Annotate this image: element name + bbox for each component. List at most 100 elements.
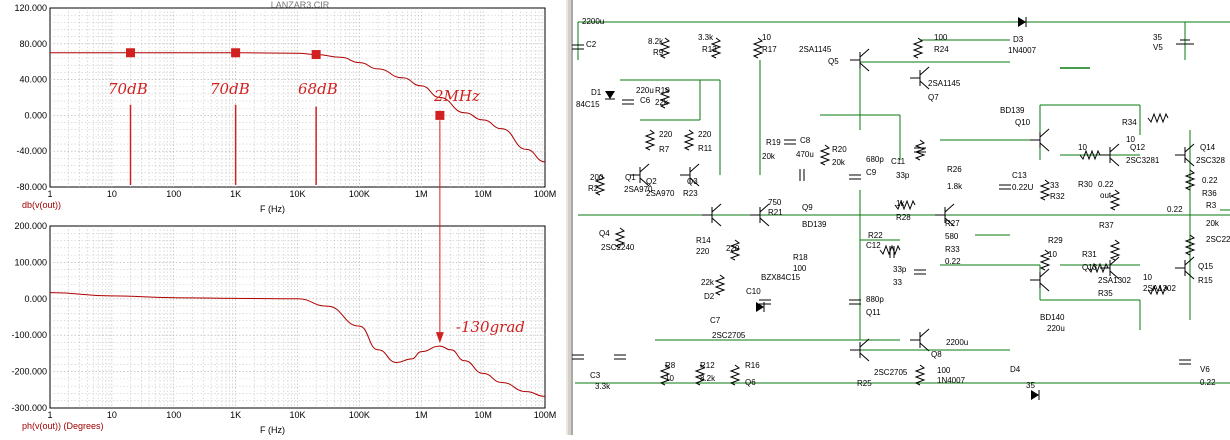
schematic-label: R36 (1202, 189, 1217, 198)
schematic-label: R29 (1048, 236, 1063, 245)
y-tick-label: 0.000 (24, 294, 47, 304)
annotation-label: 70dB (108, 80, 148, 98)
schematic-label: C11 (891, 157, 906, 166)
schematic-label: Q7 (928, 93, 939, 102)
schematic-label: Q12 (1130, 143, 1146, 152)
annotation-label: 68dB (298, 80, 338, 98)
schematic-label: 2SC2240 (1206, 235, 1230, 244)
trace-label: ph(v(out)) (Degrees) (22, 421, 104, 431)
schematic-label: Q10 (1015, 118, 1031, 127)
diode-symbol (605, 91, 615, 99)
schematic-label: R37 (1099, 221, 1114, 230)
x-tick-label: 100 (166, 410, 181, 420)
schematic-label: Q6 (745, 378, 756, 387)
y-tick-label: 40.000 (19, 75, 47, 85)
schematic-label: Q5 (828, 57, 839, 66)
y-tick-label: 200.000 (14, 221, 47, 231)
y-tick-label: 100.000 (14, 257, 47, 267)
schematic-label: BD140 (1040, 313, 1065, 322)
schematic-label: R9 (653, 48, 664, 57)
schematic-label: C10 (746, 287, 761, 296)
schematic-label: 2SA970 (646, 189, 675, 198)
schematic-label: R34 (1122, 118, 1137, 127)
schematic-label: C6 (640, 96, 651, 105)
schematic-label: 10 (1078, 143, 1087, 152)
y-tick-label: 120.000 (14, 3, 47, 13)
x-tick-label: 1K (230, 189, 241, 199)
schematic-label: Q4 (599, 229, 610, 238)
schematic-label: 2200u (946, 338, 968, 347)
resistor-symbol (819, 144, 831, 166)
resistor-symbol (644, 129, 656, 151)
schematic-label: 33p (896, 171, 910, 180)
schematic-label: Q15 (1198, 262, 1214, 271)
x-tick-label: 100M (534, 189, 557, 199)
schematic-label: C7 (710, 316, 721, 325)
x-tick-label: 1M (415, 189, 428, 199)
x-tick-label: 100K (349, 410, 370, 420)
schematic-label: 1N4007 (937, 376, 966, 385)
schematic-label: 2SC2240 (601, 243, 635, 252)
y-tick-label: 0.000 (24, 110, 47, 120)
schematic-label: 0.22 (1202, 176, 1218, 185)
schematic-label: 20k (762, 152, 776, 161)
resistor-symbol (710, 37, 722, 59)
x-tick-label: 1M (415, 410, 428, 420)
schematic-label: R31 (1082, 250, 1097, 259)
schematic-label: 33 (1050, 181, 1059, 190)
schematic-label: 3.3k (595, 382, 611, 391)
schematic-label: 10 (665, 374, 674, 383)
schematic-label: 750 (768, 198, 782, 207)
diode-symbol (756, 302, 764, 312)
schematic-label: 680p (866, 155, 884, 164)
x-tick-label: 10K (289, 410, 305, 420)
schematic-label: 220 (696, 247, 710, 256)
resistor-symbol (729, 239, 741, 261)
schematic-label: 22k (655, 98, 669, 107)
schematic-label: 0.22U (1012, 183, 1034, 192)
schematic-label: R32 (1050, 192, 1065, 201)
schematic-label: 8.2k (648, 37, 664, 46)
schematic-label: R2 (588, 184, 599, 193)
x-tick-label: 1 (47, 189, 52, 199)
schematic-label: 880p (866, 295, 884, 304)
marker-point (231, 48, 241, 58)
resistor-symbol (683, 129, 695, 151)
resistor-symbol (752, 37, 764, 59)
phase-plot[interactable]: 200.000100.0000.000-100.000-200.000-300.… (11, 221, 556, 435)
x-axis-unit: F (Hz) (260, 204, 285, 214)
schematic-label: R24 (934, 45, 949, 54)
y-tick-label: -80.000 (16, 182, 47, 192)
x-tick-label: 100 (166, 189, 181, 199)
resistor-symbol (594, 174, 606, 196)
schematic-label: D1 (591, 88, 602, 97)
schematic-label: 0.22 (1200, 378, 1216, 387)
schematic-label: 2SA1145 (799, 45, 832, 54)
schematic-label: 220 (698, 130, 712, 139)
schematic-label: C13 (1012, 171, 1027, 180)
schematic-label: 33 (893, 278, 902, 287)
x-tick-label: 10M (474, 189, 492, 199)
schematic-label: 22k (701, 278, 715, 287)
schematic-label: 3.3k (698, 33, 714, 42)
schematic-label: Q8 (931, 350, 942, 359)
schematic-label: R33 (945, 245, 960, 254)
schematic-label: 2200u (582, 17, 604, 26)
marker-point (435, 110, 445, 120)
panel-splitter[interactable] (566, 0, 573, 435)
schematic-label: R17 (762, 45, 777, 54)
schematic-label: R12 (700, 361, 715, 370)
resistor-symbol (659, 364, 671, 386)
schematic-label: V5 (1153, 43, 1163, 52)
schematic-label: R22 (868, 231, 883, 240)
resistor-symbol (1147, 112, 1169, 124)
schematic-label: R8 (665, 361, 676, 370)
resistor-symbol (614, 227, 626, 249)
schematic-label: 10 (1143, 273, 1152, 282)
schematic-label: R28 (896, 213, 911, 222)
schematic-label: R7 (659, 145, 670, 154)
schematic-label: 100 (934, 33, 948, 42)
